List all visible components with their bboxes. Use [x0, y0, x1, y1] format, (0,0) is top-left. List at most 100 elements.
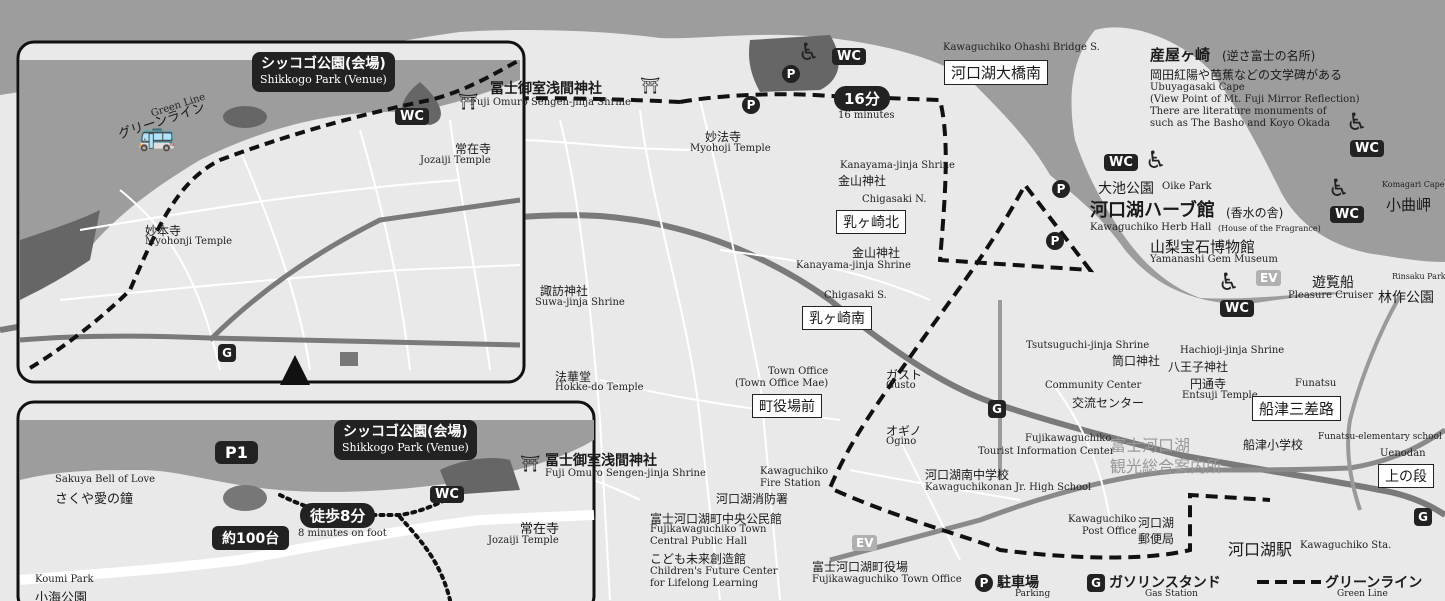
wheelchair-icon: ♿: [798, 38, 820, 66]
tourist-info-en1: Fujikawaguchiko: [1025, 433, 1112, 444]
legend-green-line-en: Green Line: [1337, 589, 1388, 599]
legend-parking-icon: P: [975, 574, 993, 592]
parking-p1-badge[interactable]: P1: [215, 441, 258, 464]
inset-top-venue-callout[interactable]: シッコゴ公園(会場) Shikkogo Park (Venue): [252, 52, 395, 92]
wc-icon[interactable]: WC: [1220, 300, 1254, 317]
herb-hall-note: (香水の舎): [1226, 206, 1284, 220]
inset-bottom-venue-area: [440, 458, 520, 495]
post-office-en2: Post Office: [1082, 526, 1137, 537]
inset-bottom-venue-callout[interactable]: シッコゴ公園(会場) Shikkogo Park (Venue): [334, 420, 477, 460]
gusto-en: Gusto: [886, 380, 916, 391]
community-center-en: Community Center: [1045, 380, 1142, 391]
inset-bottom-jozaiji-ja: 常在寺: [520, 522, 560, 537]
inset-top-shrine-ja: 冨士御室浅間神社: [490, 81, 602, 97]
station-en: Kawaguchiko Sta.: [1300, 540, 1392, 551]
inset-top-shrine-icon: ⛩: [458, 92, 479, 111]
uenodan-ja: 上の段: [1378, 464, 1434, 488]
wheelchair-icon: ♿: [1328, 174, 1350, 202]
rinsaku-park-en: Rinsaku Park: [1392, 272, 1445, 281]
wheelchair-icon: ♿: [1145, 146, 1167, 174]
ev-charger-icon: EV: [852, 535, 878, 551]
central-hall-ja: 富士河口湖町中央公民館: [650, 512, 783, 526]
inset-bottom-shrine-ja: 冨士御室浅間神社: [545, 453, 657, 469]
venue-name-ja: シッコゴ公園(会場): [261, 56, 386, 72]
wc-icon[interactable]: WC: [1350, 140, 1384, 157]
shore-park-dark: [749, 35, 839, 92]
parking-icon[interactable]: P: [742, 96, 760, 114]
gusto-ja: ガスト: [886, 368, 923, 382]
oike-park-ja: 大池公園: [1098, 181, 1154, 197]
inset-bottom-walk-route-s: [398, 515, 452, 601]
drive-time-badge: 16分: [834, 86, 890, 111]
inset-bottom-shrine-en: Fuji Omuro Sengen-jinja Shrine: [545, 468, 706, 479]
inset-bottom-parking-area: [223, 485, 267, 511]
kanayama1-en: Kanayama-jinja Shrine: [840, 160, 955, 171]
inset-top-wc-icon[interactable]: WC: [395, 108, 429, 125]
inset-top-myohonji-ja: 妙本寺: [145, 224, 182, 238]
entsuji-en: Entsuji Temple: [1182, 390, 1258, 401]
chigasaki-s-en: Chigasaki S.: [824, 290, 887, 301]
green-line-route: [679, 92, 1271, 560]
parking-icon[interactable]: P: [1052, 180, 1070, 198]
legend-gas-ja: ガソリンスタンド: [1109, 575, 1221, 591]
koumi-park-en: Koumi Park: [35, 574, 94, 585]
entsuji-ja: 円通寺: [1190, 377, 1227, 391]
inset-top-jozaiji-ja: 常在寺: [455, 142, 492, 156]
minor-roads: [519, 99, 1111, 601]
gas-station-icon[interactable]: G: [988, 400, 1006, 418]
legend-parking-ja: 駐車場: [997, 575, 1039, 591]
gas-station-icon[interactable]: G: [1414, 508, 1432, 526]
komagari-ja: 小曲岬: [1386, 196, 1432, 214]
community-center-ja: 交流センター: [1072, 396, 1145, 410]
drive-time-en: 16 minutes: [838, 110, 895, 121]
wc-icon[interactable]: WC: [832, 48, 866, 65]
parking-icon[interactable]: P: [1046, 232, 1064, 250]
walk-time-badge: 徒歩8分: [300, 503, 376, 528]
wc-icon[interactable]: WC: [1104, 154, 1138, 171]
town-office-ja: 町役場前: [752, 394, 822, 418]
venue-name-ja: シッコゴ公園(会場): [343, 424, 468, 440]
sakuya-bell-ja: さくや愛の鐘: [55, 492, 134, 507]
inset-bottom-wc-icon[interactable]: WC: [430, 486, 464, 503]
sakuya-bell-en: Sakuya Bell of Love: [55, 474, 156, 485]
myohoji-ja: 妙法寺: [705, 130, 742, 144]
venue-name-en: Shikkogo Park (Venue): [260, 73, 387, 86]
pleasure-cruiser-ja: 遊覧船: [1312, 275, 1354, 291]
tsutsuguchi-en: Tsutsuguchi-jinja Shrine: [1026, 340, 1150, 351]
walk-time-en: 8 minutes on foot: [298, 528, 387, 539]
wc-icon[interactable]: WC: [1330, 206, 1364, 223]
inset-bottom-walk-route: [278, 493, 447, 517]
inset-bottom-road: [19, 510, 595, 585]
chigasaki-n-en: Chigasaki N.: [862, 194, 927, 205]
inset-connector: [280, 355, 310, 385]
suwa-en: Suwa-jinja Shrine: [535, 297, 625, 308]
tourist-info-ja2: 観光総合案内所: [1110, 457, 1223, 476]
station-ja: 河口湖駅: [1228, 540, 1293, 559]
south-road: [829, 427, 1445, 563]
future-center-en2: for Lifelong Learning: [650, 578, 759, 589]
legend-dashed-line-icon: [1257, 580, 1321, 584]
fire-station-en2: Fire Station: [760, 478, 821, 489]
tourist-info-ja1: 富士河口湖: [1110, 436, 1191, 455]
herb-hall-ja: 河口湖ハーブ館: [1090, 200, 1215, 221]
jr-high-ja: 河口湖南中学校: [925, 468, 1010, 482]
gem-museum-ja: 山梨宝石博物館: [1150, 238, 1256, 256]
inset-top-green-line: [28, 58, 521, 370]
inset-top-jozaiji-en: Jozaiji Temple: [420, 155, 491, 166]
koumi-park-ja: 小海公園: [35, 591, 88, 601]
bridge-ja: 河口湖大橋南: [944, 60, 1049, 85]
tsutsuguchi-ja: 筒口神社: [1112, 354, 1161, 368]
parking-capacity-badge: 約100台: [212, 526, 290, 550]
town-office-en2: (Town Office Mae): [735, 378, 829, 389]
future-center-en1: Children's Future Center: [650, 566, 778, 577]
parking-icon[interactable]: P: [782, 65, 800, 83]
future-center-ja: こども未来創造館: [650, 552, 747, 566]
legend-gas-station-icon: G: [1087, 574, 1105, 592]
inset-top-road-ne: [208, 197, 521, 342]
wheelchair-icon: ♿: [1218, 268, 1240, 296]
rinsaku-park-ja: 林作公園: [1378, 290, 1434, 306]
post-office-en1: Kawaguchiko: [1068, 514, 1137, 525]
inset-top-gas-station-icon[interactable]: G: [218, 344, 236, 362]
inset-top-road-s: [19, 333, 521, 348]
